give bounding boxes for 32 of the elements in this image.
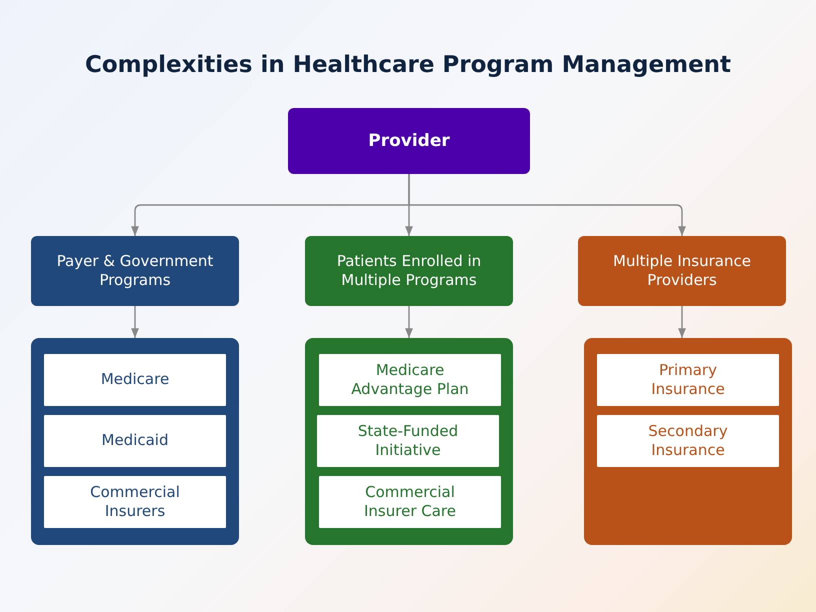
item-box xyxy=(319,354,501,406)
item-box xyxy=(44,354,226,406)
node-label: Provider xyxy=(368,130,450,152)
category-box xyxy=(578,236,786,306)
item-box xyxy=(44,415,226,467)
node-label: Multiple Insurance Providers xyxy=(612,252,752,290)
group-panel xyxy=(584,338,792,545)
connector-arrow xyxy=(131,306,139,338)
item-box xyxy=(44,476,226,528)
category-box xyxy=(31,236,239,306)
node-label: Medicaid xyxy=(102,431,168,451)
node-label: Medicare xyxy=(100,370,170,390)
node-label: Commercial Insurer Care xyxy=(363,482,457,522)
connector-arrow xyxy=(408,174,686,236)
node-label: Medicare Advantage Plan xyxy=(350,360,470,400)
node-label: Patients Enrolled in Multiple Programs xyxy=(336,252,482,290)
root-box xyxy=(288,108,530,174)
group-panel xyxy=(31,338,239,545)
category-box xyxy=(305,236,513,306)
diagram-title: Complexities in Healthcare Program Management xyxy=(84,52,732,78)
node-label: Primary Insurance xyxy=(650,360,726,400)
node-label: Payer & Government Programs xyxy=(56,252,214,290)
node-label: Commercial Insurers xyxy=(89,482,181,522)
connector-arrow xyxy=(678,306,686,338)
connector-arrow xyxy=(405,306,413,338)
node-label: Secondary Insurance xyxy=(647,422,729,460)
item-box xyxy=(597,354,779,406)
item-box xyxy=(597,415,779,467)
item-box xyxy=(317,415,499,467)
item-box xyxy=(319,476,501,528)
group-panel xyxy=(305,338,513,545)
node-label: State-Funded Initiative xyxy=(356,422,460,460)
